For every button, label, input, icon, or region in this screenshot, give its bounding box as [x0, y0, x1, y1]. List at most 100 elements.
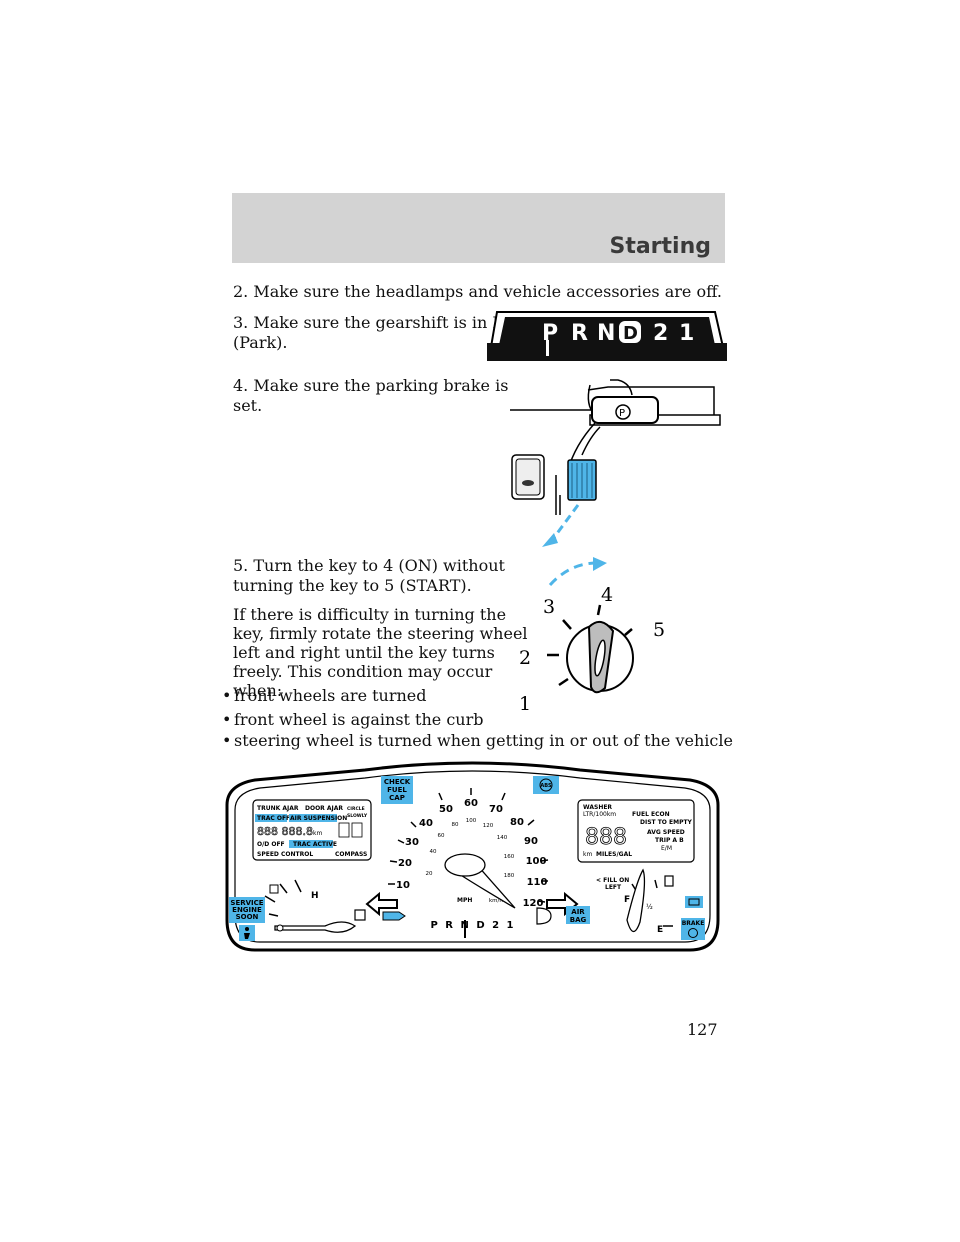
- kmh-label: km/h: [489, 898, 503, 904]
- mph-tick-60: 60: [464, 798, 478, 809]
- brake-warning-label: BRAKE: [682, 920, 705, 927]
- ignition-position-2: 2: [519, 647, 531, 669]
- difficulty-line3: left and right until the key turns: [233, 643, 495, 662]
- msg-trunk-ajar: TRUNK AJAR: [257, 805, 299, 812]
- mph-tick-50: 50: [439, 804, 453, 815]
- kmh-tick-80: 80: [452, 822, 459, 828]
- kmh-tick-60: 60: [438, 833, 445, 839]
- msg-e-m: E/M: [661, 845, 672, 852]
- msg-odometer-km: km: [313, 830, 322, 837]
- gear-n: N: [597, 321, 615, 346]
- step-3-line1: 3. Make sure the gearshift is in P: [233, 313, 504, 332]
- fuel-half-label: ½: [646, 903, 653, 911]
- fill-on-left-line1: < FILL ON: [596, 877, 629, 884]
- msg-dist-to-empty: DIST TO EMPTY: [640, 819, 693, 826]
- mph-tick-80: 80: [510, 817, 524, 828]
- msg-door-ajar: DOOR AJAR: [305, 805, 343, 812]
- kmh-tick-140: 140: [497, 835, 508, 841]
- step-2-text: 2. Make sure the headlamps and vehicle a…: [233, 282, 722, 301]
- step-5-line2: turning the key to 5 (START).: [233, 576, 472, 595]
- msg-trac-off: TRAC OFF: [257, 815, 290, 822]
- bullet-item: •front wheel is against the curb: [222, 710, 484, 730]
- msg-washer: WASHER: [583, 804, 612, 811]
- battery-icon: [688, 898, 700, 906]
- service-engine-soon-line2: ENGINE: [232, 906, 262, 914]
- step-4-line2: set.: [233, 396, 263, 415]
- bullet-dot: •: [222, 731, 232, 750]
- air-bag-line2: BAG: [570, 916, 587, 924]
- ignition-position-1: 1: [519, 693, 531, 715]
- mph-tick-90: 90: [524, 836, 538, 847]
- ignition-position-5: 5: [653, 619, 665, 641]
- step-3-line2: (Park).: [233, 333, 288, 352]
- fuel-pump-icon: [664, 875, 674, 887]
- service-engine-soon-line1: SERVICE: [230, 899, 263, 907]
- parking-brake-illustration: P: [510, 379, 721, 547]
- fuel-f-label: F: [624, 895, 630, 905]
- gear-r: R: [571, 321, 588, 346]
- bullet-item: •front wheels are turned: [222, 686, 427, 706]
- gear-1: 1: [679, 321, 694, 346]
- parking-brake-symbol: P: [619, 408, 625, 419]
- abs-warning-icon: ABS: [540, 783, 552, 789]
- page-number: 127: [687, 1020, 718, 1039]
- mph-tick-20: 20: [398, 858, 412, 869]
- kmh-tick-180: 180: [504, 873, 515, 879]
- gear-indicator-illustration: P R N D 2 1: [487, 311, 727, 361]
- difficulty-line1: If there is difficulty in turning the: [233, 605, 507, 624]
- difficulty-line4: freely. This condition may occur: [233, 662, 493, 681]
- check-fuel-cap-line2: FUEL: [387, 786, 407, 794]
- difficulty-line5: when:: [233, 681, 283, 700]
- msg-compass: COMPASS: [335, 851, 367, 858]
- msg-circle: CIRCLE: [347, 806, 365, 812]
- brake-warning-icon: [688, 928, 698, 938]
- oil-pressure-icon: [382, 911, 406, 921]
- check-fuel-cap-line3: CAP: [389, 794, 405, 802]
- ignition-position-4: 4: [601, 584, 613, 606]
- high-beam-icon: [536, 907, 552, 925]
- bullet-dot: •: [222, 686, 232, 705]
- coolant-icon: [354, 909, 366, 921]
- bullet-dot: •: [222, 710, 232, 729]
- fill-on-left-line2: LEFT: [605, 884, 622, 891]
- mph-tick-70: 70: [489, 804, 503, 815]
- cluster-prnd21: P R N D 2 1: [430, 920, 515, 931]
- bullet-text: front wheels are turned: [234, 686, 427, 705]
- msg-avg-speed: AVG SPEED: [647, 829, 685, 836]
- msg-odometer: 888 888.8: [257, 825, 313, 838]
- gear-d: D: [623, 323, 638, 344]
- section-title: Starting: [609, 234, 711, 259]
- msg-digits: 888: [585, 825, 627, 850]
- kmh-tick-20: 20: [426, 871, 433, 877]
- service-engine-soon-line3: SOON: [236, 913, 259, 921]
- fuel-e-label: E: [657, 925, 663, 935]
- ignition-key-illustration: 3 4 5 2 1: [519, 557, 665, 715]
- instrument-cluster-illustration: TRUNK AJAR DOOR AJAR CIRCLE SLOWLY TRAC …: [225, 761, 720, 952]
- msg-trac-active: TRAC ACTIVE: [293, 841, 337, 848]
- step-4-line1: 4. Make sure the parking brake is: [233, 376, 509, 395]
- msg-trip-a-b: TRIP A B: [655, 837, 684, 844]
- msg-od-off: O/D OFF: [257, 841, 285, 848]
- step-5-line1: 5. Turn the key to 4 (ON) without: [233, 556, 505, 575]
- temp-h-label: H: [311, 891, 319, 901]
- msg-ltr-100km: LTR/100km: [583, 811, 616, 818]
- msg-slowly: SLOWLY: [347, 813, 368, 819]
- bullet-item: •steering wheel is turned when getting i…: [222, 731, 733, 751]
- section-header: Starting: [232, 193, 725, 263]
- air-bag-line1: AIR: [571, 908, 585, 916]
- mph-label: MPH: [457, 897, 472, 904]
- msg-fuel-econ: FUEL ECON: [632, 811, 670, 818]
- mph-tick-40: 40: [419, 818, 433, 829]
- mph-tick-30: 30: [405, 837, 419, 848]
- mph-tick-10: 10: [396, 880, 410, 891]
- msg-km: km: [583, 851, 592, 858]
- check-fuel-cap-line1: CHECK: [384, 778, 411, 786]
- ignition-position-3: 3: [543, 596, 555, 618]
- kmh-tick-40: 40: [430, 849, 437, 855]
- mph-tick-120: 120: [523, 898, 544, 909]
- mph-tick-110: 110: [527, 877, 548, 888]
- msg-air-suspension: AIR SUSPENSION: [290, 815, 347, 822]
- kmh-tick-120: 120: [483, 823, 494, 829]
- mph-tick-100: 100: [526, 856, 547, 867]
- kmh-tick-100: 100: [466, 818, 477, 824]
